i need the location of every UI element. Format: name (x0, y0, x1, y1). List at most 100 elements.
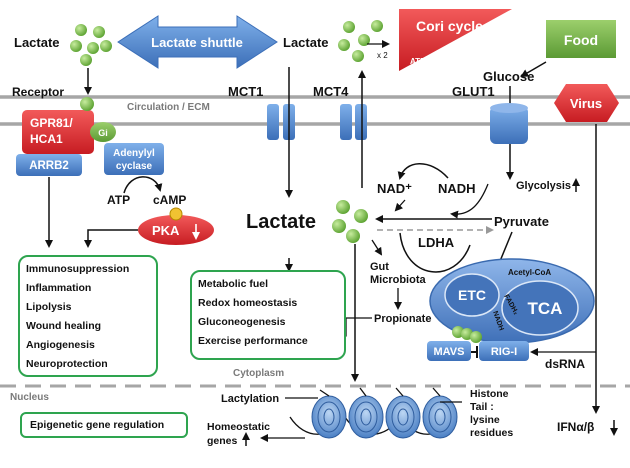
effect-item: Angiogenesis (26, 339, 95, 351)
lactate-center-label: Lactate (246, 211, 316, 233)
mct1-transporter (267, 104, 295, 140)
gpr81-hca1-receptor (22, 110, 94, 154)
metabolic-item: Redox homeostasis (198, 297, 298, 309)
virus-hexagon (554, 84, 619, 122)
cyclase-label: cyclase (116, 161, 153, 172)
arrb2-protein (16, 154, 82, 176)
arrow-pka-to-effects (84, 229, 138, 248)
lactate-bound-receptor (80, 97, 94, 111)
nad-down-arrow (394, 199, 406, 212)
lactate-to-gut-arrow (371, 239, 383, 256)
camp-bound-pka (169, 207, 183, 221)
effect-item: Inflammation (26, 282, 92, 294)
tail-label: Tail : (470, 401, 494, 413)
etc-complex (444, 273, 500, 317)
glucose-label: Glucose (483, 69, 534, 84)
mct4-label: MCT4 (313, 84, 349, 99)
metabolic-item: Exercise performance (198, 335, 308, 347)
lactate-shuttle-label: Lactate shuttle (151, 35, 243, 50)
propionate-label: Propionate (374, 313, 431, 325)
lactate-top-label: Lactate (283, 35, 329, 50)
tca-label: TCA (528, 299, 563, 318)
ldha-loop (399, 232, 471, 273)
glycolysis-label: Glycolysis (516, 180, 571, 192)
adenylyl-cyclase (104, 143, 164, 175)
cori-to-glucose-arrow (454, 45, 511, 66)
ldha-label: LDHA (418, 235, 455, 250)
arrow-food-to-glucose (520, 61, 547, 78)
effect-item: Neuroprotection (26, 358, 108, 370)
nadh-curve-arrow (450, 183, 489, 219)
homeostatic-label: Homeostatic (207, 421, 270, 433)
nad-plus-label: NAD⁺ (377, 181, 412, 196)
arrb2-label: ARRB2 (29, 160, 69, 172)
mavs-label: MAVS (434, 346, 465, 358)
cori-cycle-triangle (399, 9, 512, 71)
ifn-label: IFNα/β (557, 420, 594, 434)
nucleosome-1 (311, 395, 347, 439)
rig-i-label: RIG-I (491, 346, 517, 358)
camp-label: cAMP (153, 193, 186, 207)
genes-label: genes (207, 435, 238, 447)
lactate-molecules-top (338, 20, 383, 62)
mct4-transporter (340, 104, 367, 140)
nadh-label: NADH (438, 181, 476, 196)
glut1-transporter (490, 103, 528, 144)
gut-label: Gut (370, 261, 389, 273)
lactylation-label: Lactylation (221, 393, 279, 405)
metabolic-item: Metabolic fuel (198, 278, 269, 290)
nadh-to-nad-arrow (397, 163, 449, 180)
histone-label: Histone (470, 388, 509, 400)
x2-label: x 2 (377, 51, 388, 60)
epigenetic-box: Epigenetic gene regulation (20, 412, 188, 438)
adenylyl-label: Adenylyl (113, 148, 155, 159)
cori-atp-arrow (427, 50, 454, 61)
receptor-label: Receptor (12, 85, 64, 99)
epigenetic-label: Epigenetic gene regulation (30, 419, 165, 431)
receptor-effects-box: Immunosuppression Inflammation Lipolysis… (18, 255, 158, 377)
gi-protein (90, 122, 116, 142)
etc-label: ETC (458, 287, 486, 303)
histone-tails (319, 387, 462, 403)
food-box (546, 20, 616, 58)
gi-label: Gi (98, 128, 108, 138)
metabolic-effects-box: Metabolic fuel Redox homeostasis Glucone… (190, 270, 346, 360)
metabolic-item: Gluconeogenesis (198, 316, 286, 328)
effect-item: Wound healing (26, 320, 102, 332)
microbiota-label: Microbiota (370, 274, 426, 286)
lysine-label: lysine (470, 414, 500, 426)
dsrna-label: dsRNA (545, 357, 585, 371)
plasma-membrane (0, 95, 630, 126)
effect-item: Immunosuppression (26, 263, 130, 275)
pyruvate-label: Pyruvate (494, 214, 549, 229)
nucleosome-3 (385, 395, 421, 439)
pka-label: PKA (152, 223, 180, 238)
acetyl-coa-label: Acetyl-CoA (508, 268, 551, 277)
effect-item: Lipolysis (26, 301, 72, 313)
nucleus-label: Nucleus (10, 392, 49, 403)
tca-cycle (501, 280, 579, 336)
circulation-ecm-label: Circulation / ECM (127, 102, 210, 113)
food-label: Food (564, 32, 598, 48)
atp-to-camp-arrow (123, 176, 163, 194)
residues-label: residues (470, 427, 513, 439)
cori-atp-label: ATP (410, 57, 426, 66)
lactate-left-label: Lactate (14, 35, 60, 50)
cytoplasm-label: Cytoplasm (233, 368, 284, 379)
mavs-protein (427, 341, 471, 361)
lactate-molecules-left (70, 24, 112, 66)
mavs-oligomer (452, 326, 482, 343)
cori-cycle-label: Cori cycle (416, 18, 483, 34)
mct1-label: MCT1 (228, 84, 263, 99)
glut1-label: GLUT1 (452, 84, 495, 99)
lactate-molecules-center (332, 200, 368, 243)
atp-label: ATP (107, 193, 130, 207)
gpr81-label: GPR81/ (30, 116, 73, 130)
nucleosome-2 (348, 395, 384, 439)
lactate-shuttle-arrow (117, 15, 278, 69)
rig-i-protein (479, 341, 529, 361)
hca1-label: HCA1 (30, 132, 63, 146)
virus-label: Virus (570, 96, 602, 111)
